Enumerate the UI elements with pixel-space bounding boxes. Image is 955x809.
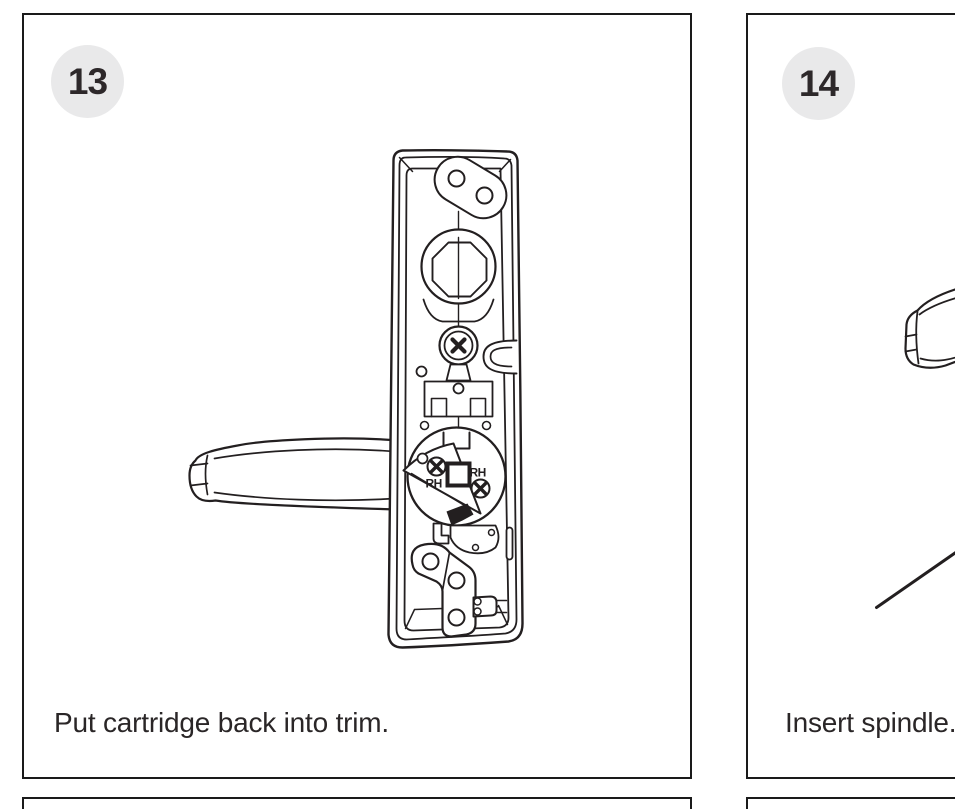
step-number-badge: 13 [51, 45, 124, 118]
step-caption: Put cartridge back into trim. [54, 707, 389, 738]
small-hole-left [415, 365, 428, 378]
plate-shoulders [422, 298, 495, 323]
top-cam-lever [433, 155, 508, 220]
retractor-tab [446, 503, 474, 526]
next-step-panel-left-partial [22, 797, 692, 809]
right-hook-notch [482, 339, 518, 375]
next-step-panel-right-partial [746, 797, 955, 809]
bell-crank-plate [410, 542, 477, 638]
trim-cartridge-illustration: RH RH [188, 148, 524, 649]
phillips-screw-top-icon [438, 325, 479, 366]
phillips-screw-left-icon [426, 456, 447, 477]
cartridge: RH RH [402, 426, 507, 527]
spindle-square-hole [445, 461, 472, 488]
step-caption: Insert spindle. [785, 707, 955, 738]
pin-hole-right [481, 420, 492, 431]
rh-marking-right: RH [470, 466, 486, 480]
right-edge-slot [505, 526, 514, 561]
spindle-illustration [875, 288, 955, 609]
lever-handle [188, 437, 399, 511]
step-14-panel: 14 Insert spindle. [746, 13, 955, 779]
mounting-band [423, 363, 494, 418]
phillips-screw-right-icon [470, 478, 491, 499]
step-number: 14 [798, 62, 839, 104]
step-13-panel: 13 [22, 13, 692, 779]
rh-marking-left: RH [426, 477, 442, 491]
spindle-shaft [875, 551, 955, 609]
connector-block [472, 595, 508, 618]
step-number: 13 [67, 60, 108, 102]
step-number-badge: 14 [782, 47, 855, 120]
pin-hole-left [419, 420, 430, 431]
lever-handle-end [904, 288, 955, 369]
cylinder-opening [420, 228, 497, 305]
spring-link [432, 522, 500, 555]
